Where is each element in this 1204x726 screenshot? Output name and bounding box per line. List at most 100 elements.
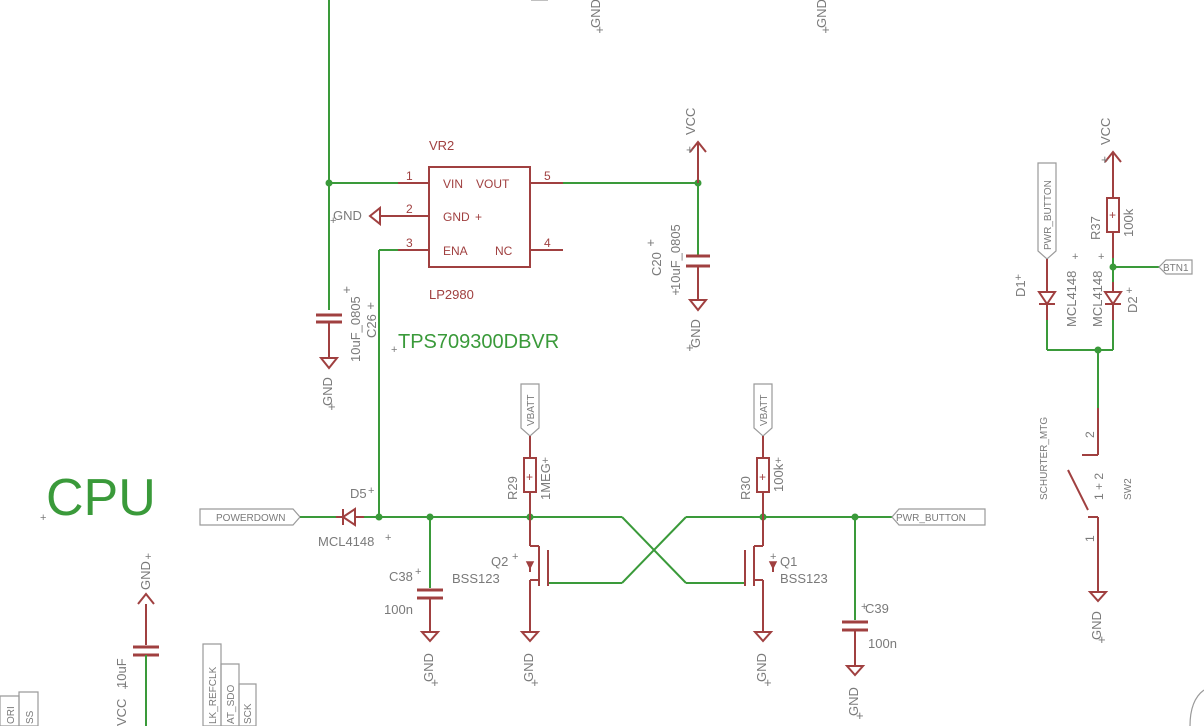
svg-text:+: + [759, 470, 766, 484]
svg-text:SW2: SW2 [1123, 478, 1134, 500]
svg-text:+: + [122, 681, 128, 693]
svg-text:+: + [368, 485, 374, 497]
svg-text:2: 2 [1083, 431, 1097, 438]
ena-net [378, 249, 398, 517]
gnd-symbol-vr2: GND + [330, 205, 398, 227]
gnd-symbol-top-1: GND + [588, 0, 604, 37]
svg-text:AT_SDO: AT_SDO [226, 685, 237, 724]
svg-text:GND: GND [138, 561, 153, 590]
svg-text:D1: D1 [1013, 280, 1028, 297]
svg-text:GND: GND [521, 653, 536, 682]
svg-text:VOUT: VOUT [476, 177, 510, 191]
svg-text:+: + [596, 22, 604, 37]
svg-text:2: 2 [406, 202, 413, 216]
svg-text:GND: GND [846, 687, 861, 716]
regulator-vr2: VR2 LP2980 VIN VOUT GND + ENA NC 1 2 3 4… [398, 138, 563, 302]
capacitor-left: GND + 10uF + VCC [114, 551, 159, 726]
svg-text:VIN: VIN [443, 177, 463, 191]
svg-text:MCL4148: MCL4148 [1064, 271, 1079, 327]
svg-text:R37: R37 [1088, 216, 1103, 240]
svg-text:BTN1: BTN1 [1163, 263, 1189, 274]
svg-text:+: + [822, 22, 830, 37]
svg-text:+: + [672, 284, 680, 299]
regulator-name: VR2 [429, 138, 454, 153]
svg-text:+: + [647, 235, 655, 250]
svg-text:+: + [145, 551, 151, 563]
svg-text:SCK: SCK [243, 703, 254, 724]
svg-text:LK_REFCLK: LK_REFCLK [208, 666, 219, 724]
vcc-symbol-right: VCC + [1098, 118, 1122, 198]
partial-symbol-corner [1189, 689, 1204, 726]
svg-text:+: + [328, 399, 336, 414]
svg-text:+: + [542, 455, 548, 467]
diode-d5: D5 + MCL4148 + [318, 485, 391, 549]
svg-text:POWERDOWN: POWERDOWN [216, 513, 285, 524]
capacitor-c38: C38 + 100n GND + [384, 517, 443, 690]
vcc-symbol-top: VCC + [683, 108, 707, 183]
svg-text:D2: D2 [1125, 296, 1140, 313]
svg-text:1: 1 [1083, 535, 1097, 542]
svg-text:+: + [1098, 632, 1106, 647]
svg-text:+: + [431, 675, 439, 690]
vin-net [325, 0, 398, 310]
svg-text:+: + [686, 340, 694, 355]
svg-text:+: + [1101, 152, 1109, 167]
svg-text:100k: 100k [771, 463, 786, 492]
cpu-label: CPU [46, 469, 156, 527]
svg-text:+: + [770, 551, 776, 563]
resistor-r37: + R37 100k [1088, 197, 1136, 258]
svg-text:+: + [367, 298, 375, 313]
svg-text:C20: C20 [649, 252, 664, 276]
svg-text:VCC: VCC [1098, 118, 1113, 145]
svg-text:100n: 100n [868, 636, 897, 651]
svg-text:GND: GND [688, 319, 703, 348]
capacitor-c39: C39 + 100n GND + [842, 517, 897, 723]
svg-text:D5: D5 [350, 486, 367, 501]
svg-text:+: + [686, 142, 694, 157]
svg-text:VBATT: VBATT [759, 395, 770, 426]
svg-text:+: + [391, 344, 397, 356]
svg-text:PWR_BUTTON: PWR_BUTTON [1043, 180, 1054, 250]
svg-text:NC: NC [495, 244, 513, 258]
svg-text:+: + [531, 675, 539, 690]
svg-text:+: + [343, 282, 351, 297]
svg-text:BSS123: BSS123 [452, 571, 500, 586]
svg-text:100n: 100n [384, 602, 413, 617]
svg-text:GND: GND [333, 208, 362, 223]
regulator-value: LP2980 [429, 287, 474, 302]
svg-text:GND: GND [421, 653, 436, 682]
powerdown-label: POWERDOWN [199, 508, 336, 526]
svg-text:GND: GND [443, 210, 470, 224]
transistor-q2: Q2 BSS123 + GND + [452, 517, 549, 690]
svg-text:SS: SS [25, 710, 36, 724]
svg-text:+: + [385, 532, 391, 544]
resistor-r29: VBATT + R29 1MEG + [505, 383, 553, 517]
svg-text:Q2: Q2 [491, 554, 508, 569]
svg-text:VBATT: VBATT [526, 395, 537, 426]
svg-text:MCL4148: MCL4148 [1090, 271, 1105, 327]
svg-text:+: + [861, 601, 867, 613]
svg-text:+: + [330, 215, 336, 227]
transistor-q1: Q1 BSS123 + GND + [744, 517, 828, 690]
svg-text:BSS123: BSS123 [780, 571, 828, 586]
svg-text:GND: GND [1089, 611, 1104, 640]
svg-text:+: + [40, 512, 46, 524]
svg-text:1MEG: 1MEG [538, 463, 553, 500]
svg-text:+: + [415, 566, 421, 578]
svg-text:+: + [775, 455, 781, 467]
svg-text:R30: R30 [738, 476, 753, 500]
svg-text:GND: GND [320, 377, 335, 406]
pwr-button-label: PWR_BUTTON [891, 508, 986, 526]
diode-d2: MCL4148 + D2 + [1090, 251, 1140, 327]
svg-text:+: + [856, 708, 864, 723]
svg-text:ORI: ORI [6, 706, 17, 724]
diode-or-net [1046, 320, 1114, 408]
svg-text:3: 3 [406, 236, 413, 250]
svg-text:R29: R29 [505, 476, 520, 500]
svg-text:VCC: VCC [683, 108, 698, 135]
svg-text:GND: GND [588, 0, 603, 28]
svg-text:+: + [1126, 285, 1132, 297]
gnd-symbol-top-2: GND + [814, 0, 830, 37]
pwr-button-label-vertical: PWR_BUTTON [1037, 162, 1057, 292]
svg-text:10uF_0805: 10uF_0805 [668, 224, 683, 290]
